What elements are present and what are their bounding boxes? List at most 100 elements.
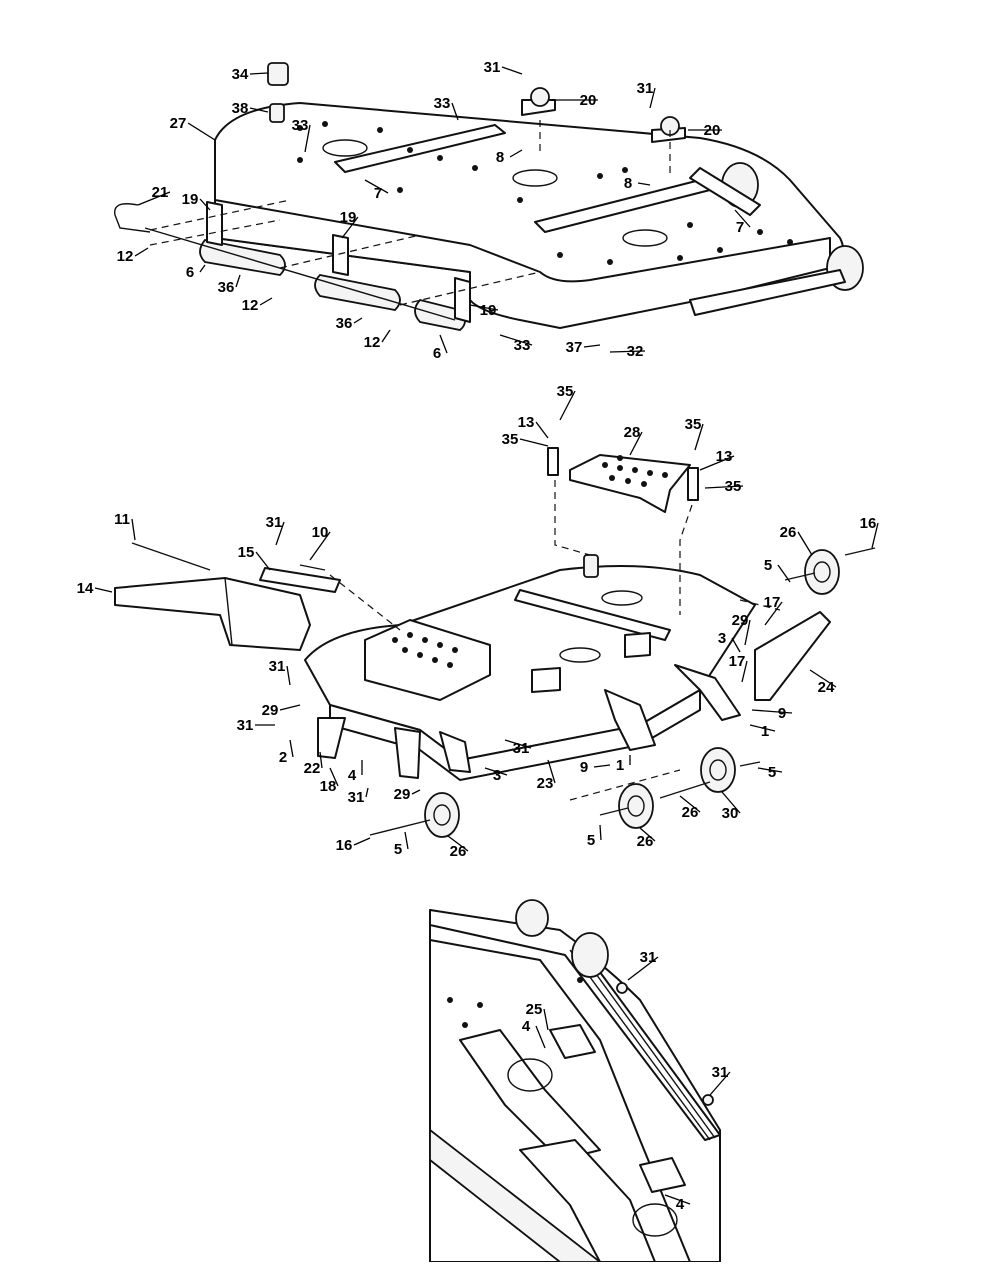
callout-35: 35 [502,431,519,448]
callout-17: 17 [729,653,746,670]
callout-16: 16 [860,515,877,532]
callout-6: 6 [433,345,441,362]
detail-plate-25 [549,1024,596,1059]
callout-leader [249,107,269,113]
callout-leader [131,518,136,541]
callout-4: 4 [676,1196,685,1213]
detail-wheel-top [571,932,609,978]
callout-5: 5 [394,841,402,858]
bearing-middle-1 [531,667,561,693]
part-15-hinge [259,567,341,593]
callout-leader [304,124,311,153]
callout-10: 10 [312,524,329,541]
callout-leader [199,198,211,211]
callout-leader [501,66,523,75]
callout-leader [871,522,879,549]
callout-leader [709,1071,731,1096]
callout-leader [235,274,241,288]
callout-leader [583,344,601,348]
callout-20: 20 [580,92,597,109]
callout-31: 31 [640,949,657,966]
callout-leader [609,350,646,353]
callout-38: 38 [232,100,249,117]
callout-5: 5 [768,764,776,781]
callout-leader [731,637,741,653]
callout-31: 31 [513,740,530,757]
plate-holes [602,455,668,487]
callout-leader [509,149,523,158]
callout-leader [721,791,741,814]
callout-leader [329,767,339,787]
top-brace-left [334,124,506,173]
callout-33: 33 [292,117,309,134]
callout-leader [341,216,359,239]
callout-31: 31 [269,658,286,675]
callout-37: 37 [566,339,583,356]
callout-29: 29 [732,612,749,629]
bolt-30 [659,781,711,799]
callout-leader [559,390,576,421]
callout-19: 19 [182,191,199,208]
front-wheels [689,162,864,316]
callout-8: 8 [624,175,632,192]
callout-leader [679,795,701,813]
roller-bracket-right [454,277,471,323]
callout-7: 7 [374,185,382,202]
callout-28: 28 [624,424,641,441]
part-10-spring [299,564,326,571]
callout-leader [704,485,744,489]
part-21-handle [114,203,151,233]
upper-assembly [114,62,864,331]
callout-14: 14 [77,580,94,597]
callout-33: 33 [434,95,451,112]
callout-leader [664,1194,691,1205]
callout-leader [199,264,206,273]
callout-leader [535,421,549,439]
deck-holes [297,121,793,265]
callout-leader [447,835,469,852]
callout-20: 20 [704,122,721,139]
callout-leader [797,531,813,556]
callout-22: 22 [304,760,321,777]
callout-leader [593,764,611,768]
callout-leader [353,837,371,846]
callout-leader [629,431,643,456]
callout-9: 9 [778,705,786,722]
bearing-middle-2 [624,632,651,658]
callout-31: 31 [484,59,501,76]
detail-plate-lower [639,1157,686,1193]
callout-26: 26 [682,804,699,821]
callout-leader [741,660,748,683]
callout-leader [499,334,533,346]
callout-35: 35 [557,383,574,400]
callout-7: 7 [736,219,744,236]
callout-leader [364,179,389,194]
detail-baffle-1 [459,1029,601,1161]
wheel-arm [689,269,846,316]
bolt-5-lower [599,807,629,816]
callout-leader [404,831,409,850]
callout-leader [451,102,459,121]
callout-leader [484,767,508,776]
callout-leader [289,739,294,758]
callout-leader [694,423,704,451]
latch-right [687,467,699,501]
callout-leader [504,739,532,749]
callout-leader [749,724,776,732]
callout-36: 36 [336,315,353,332]
callout-leader [259,297,273,306]
wheel-arm-upper [689,167,761,216]
callout-leader [764,601,783,626]
middle-assembly [114,447,876,838]
callout-leader [286,665,291,686]
callout-12: 12 [117,248,134,265]
callout-leader [547,759,556,784]
callout-13: 13 [518,414,535,431]
callout-26: 26 [450,843,467,860]
callout-leader [734,209,751,228]
part-11-rod [131,542,211,571]
part-38 [269,103,285,123]
callout-leader [279,704,301,711]
callout-21: 21 [152,184,169,201]
